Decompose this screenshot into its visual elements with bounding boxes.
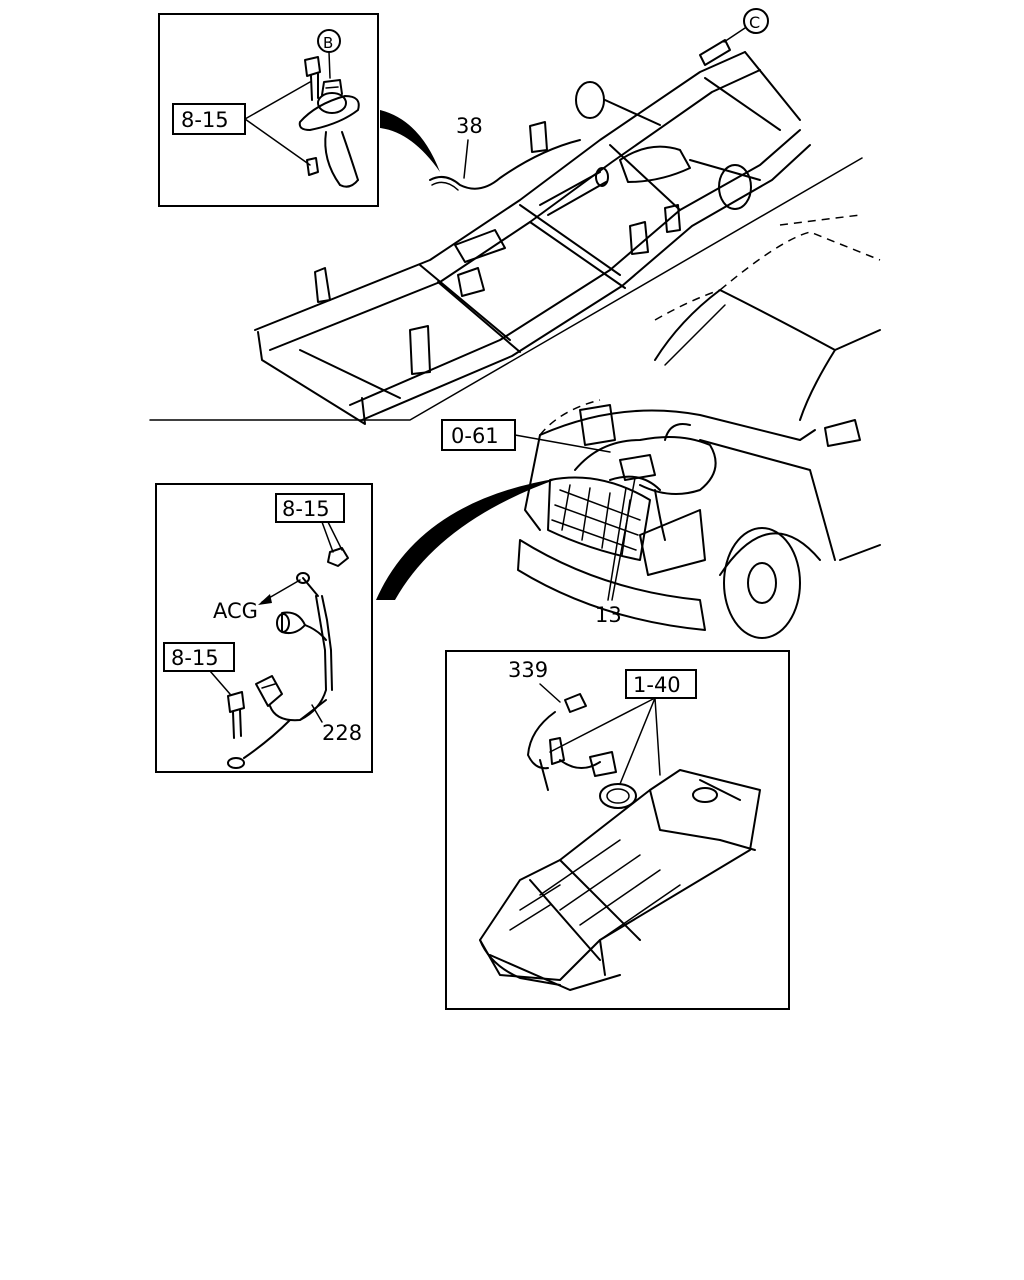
inset-sensor-detail: 8-15 B: [158, 13, 379, 207]
ref-label-8-15-mid: 8-15: [282, 497, 330, 521]
ref-label-8-15-top: 8-15: [181, 108, 229, 132]
part-number-13: 13: [595, 603, 622, 627]
marker-c-group: C: [723, 8, 769, 43]
acg-label: ACG: [213, 599, 258, 623]
marker-b-label: B: [323, 34, 333, 52]
inset-acg-harness: 8-15 ACG 8-15 228: [155, 483, 373, 773]
part-number-339: 339: [508, 658, 548, 682]
ref-label-1-40: 1-40: [633, 673, 681, 697]
chassis-frame: 38: [149, 39, 863, 425]
part-number-228: 228: [322, 721, 362, 745]
ref-box-1-40: [625, 669, 697, 699]
inset-fuel-tank: 339 1-40: [445, 650, 790, 1010]
part-number-38: 38: [456, 114, 483, 138]
inset-pointer-arrow-middle: [376, 478, 560, 600]
marker-c-label: C: [749, 13, 760, 32]
ref-box-8-15-mid: [275, 493, 345, 523]
vehicle-front-view: 0-61 13: [441, 214, 881, 639]
ref-box-8-15-low: [163, 642, 235, 672]
ref-label-8-15-low: 8-15: [171, 646, 219, 670]
marker-c: [743, 8, 769, 34]
ref-label-0-61: 0-61: [451, 424, 499, 448]
inset-pointer-arrow-top: [380, 110, 440, 172]
